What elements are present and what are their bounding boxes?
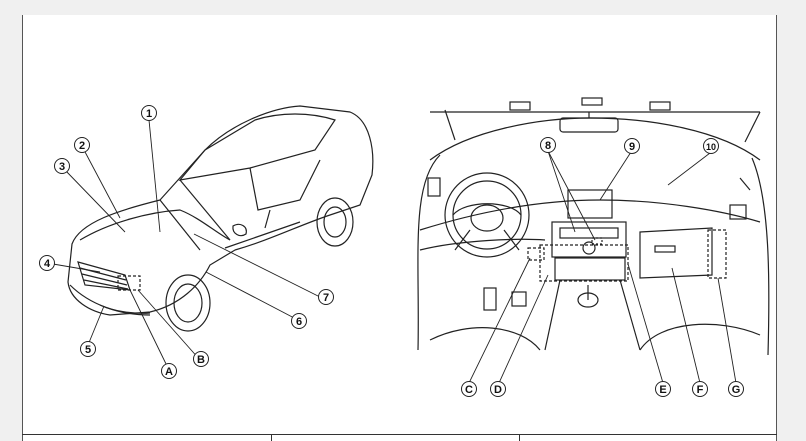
callout-F: F [692, 381, 708, 397]
svg-text:5: 5 [85, 344, 91, 356]
callout-A: A [161, 363, 177, 379]
callout-3: 3 [54, 158, 70, 174]
svg-text:E: E [659, 384, 666, 396]
svg-text:1: 1 [146, 108, 152, 120]
callout-10: 10 [703, 138, 719, 154]
callout-4: 4 [39, 255, 55, 271]
interior-cabin-illustration [417, 97, 770, 356]
svg-text:F: F [697, 384, 704, 396]
svg-text:10: 10 [706, 142, 716, 152]
callout-7: 7 [318, 289, 334, 305]
callout-5: 5 [80, 341, 96, 357]
interior-callouts: 8 9 10 C D E F G [461, 137, 744, 397]
callout-1: 1 [141, 105, 157, 121]
exterior-callouts: 1 2 3 4 5 6 7 A B [39, 105, 334, 379]
svg-text:D: D [494, 384, 502, 396]
svg-text:4: 4 [44, 258, 51, 270]
exterior-leader-lines [52, 119, 323, 369]
svg-text:C: C [465, 384, 473, 396]
table-column-divider [271, 434, 272, 441]
svg-text:A: A [165, 366, 173, 378]
callout-2: 2 [74, 137, 90, 153]
callout-D: D [490, 381, 506, 397]
callout-C: C [461, 381, 477, 397]
svg-text:8: 8 [545, 140, 551, 152]
callout-B: B [193, 351, 209, 367]
svg-text:7: 7 [323, 292, 329, 304]
svg-text:6: 6 [296, 316, 302, 328]
svg-text:3: 3 [59, 161, 65, 173]
svg-text:2: 2 [79, 140, 85, 152]
callout-6: 6 [291, 313, 307, 329]
svg-text:9: 9 [629, 141, 635, 153]
callout-G: G [728, 381, 744, 397]
manual-page [22, 15, 777, 441]
svg-text:G: G [732, 384, 741, 396]
callout-E: E [655, 381, 671, 397]
table-column-divider [519, 434, 520, 441]
callout-8: 8 [540, 137, 556, 153]
table-top-rule [22, 434, 777, 435]
interior-leader-lines [468, 150, 737, 384]
callout-9: 9 [624, 138, 640, 154]
svg-text:B: B [197, 354, 205, 366]
